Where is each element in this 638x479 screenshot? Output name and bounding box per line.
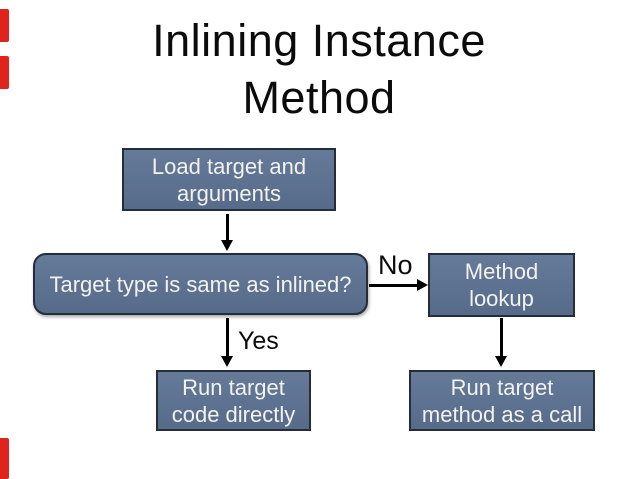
arrow-down-icon [221,356,233,367]
slide-title: Inlining Instance Method [0,12,638,126]
arrow-yes-to-run-direct [226,318,229,357]
flow-node-run-target-directly: Run target code directly [156,370,311,431]
slide-title-line2: Method [242,72,396,123]
arrow-right-icon [417,279,428,291]
flow-node-load-target: Load target and arguments [122,148,336,211]
slide-title-line1: Inlining Instance [152,15,486,66]
arrow-down-icon [221,240,233,251]
red-edge-mark [0,56,9,89]
arrow-no-to-method-lookup [369,284,418,287]
arrow-down-icon [495,356,507,367]
flow-node-decision-target-type: Target type is same as inlined? [33,253,368,315]
flow-node-method-lookup: Method lookup [428,253,575,317]
flow-node-run-target-as-call: Run target method as a call [409,370,595,431]
arrow-load-to-decision [226,214,229,241]
red-edge-mark [0,438,9,479]
arrow-lookup-to-run-call [500,318,503,357]
red-edge-mark [0,9,9,42]
edge-label-yes: Yes [238,327,279,355]
edge-label-no: No [378,250,413,280]
